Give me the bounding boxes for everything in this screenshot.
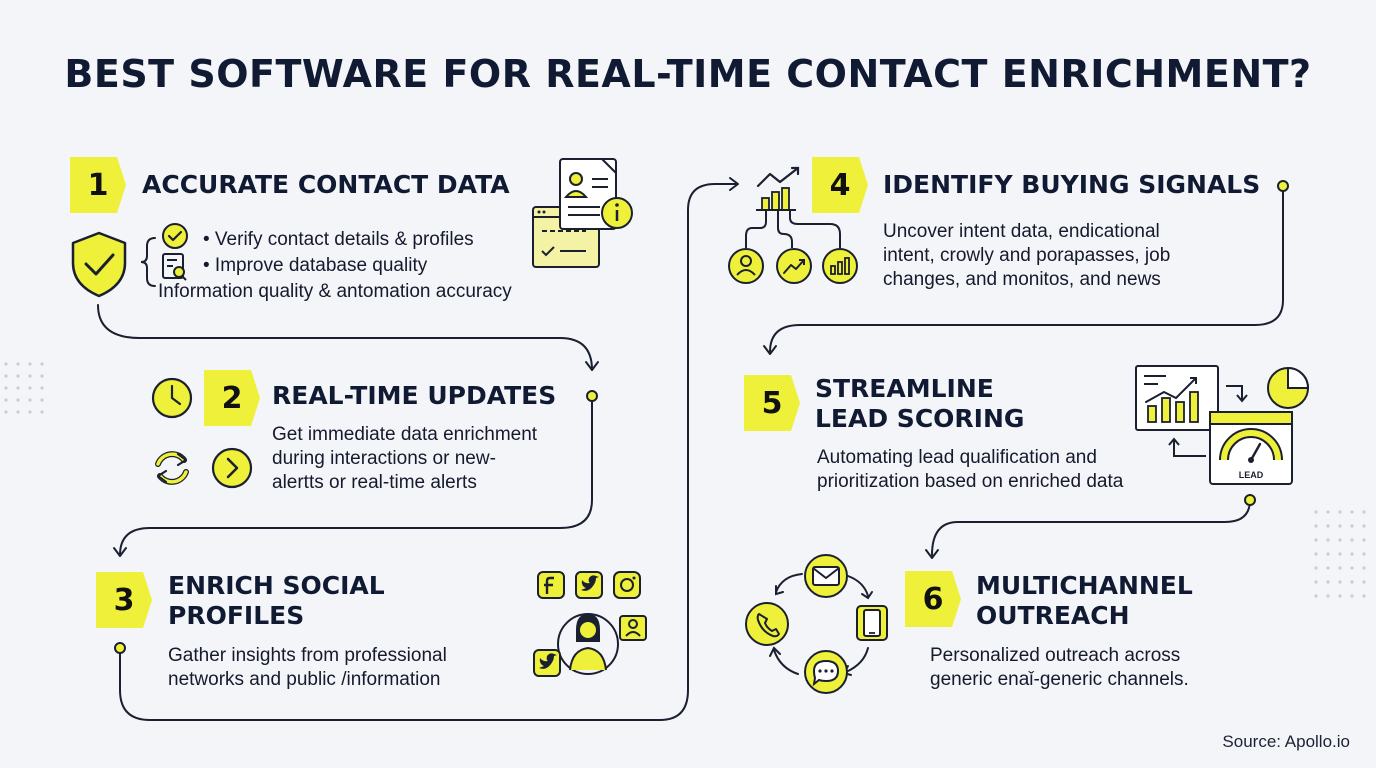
clock-icon xyxy=(151,377,193,419)
step-5-title-line-1: STREAMLINE xyxy=(815,374,994,403)
buying-signals-icon xyxy=(728,166,858,284)
step-6-title-line-2: OUTREACH xyxy=(976,601,1130,630)
step-3-title-line-2: PROFILES xyxy=(168,601,305,630)
step-4-title: IDENTIFY BUYING SIGNALS xyxy=(883,170,1261,199)
multichannel-icon xyxy=(745,554,888,694)
step-3-title-line-1: ENRICH SOCIAL xyxy=(168,571,385,600)
step-3-desc-1: Gather insights from professional xyxy=(168,645,447,666)
step-4-desc-1: Uncover intent data, endicational xyxy=(883,221,1160,242)
dot-grid-left xyxy=(4,362,44,414)
refresh-icon xyxy=(155,451,189,485)
step-5-desc-2: prioritization based on enriched data xyxy=(817,471,1124,492)
lead-scoring-icon: LEAD xyxy=(1135,365,1310,485)
step-1-title: ACCURATE CONTACT DATA xyxy=(142,170,510,199)
step-6-desc-2: generic enaǐ-generic channels. xyxy=(930,669,1189,690)
document-search-icon xyxy=(162,253,187,281)
social-profiles-icon xyxy=(533,571,647,677)
line-chart-icon xyxy=(1135,365,1219,431)
step-5-badge: 5 xyxy=(744,375,800,431)
user-icon xyxy=(728,248,764,284)
mobile-icon xyxy=(856,605,888,641)
step-5-desc-1: Automating lead qualification and xyxy=(817,447,1097,468)
step-2-desc-2: during interactions or new- xyxy=(272,448,496,469)
bar-chart-icon xyxy=(756,166,800,211)
step-4-desc-2: intent, crowly and porapasses, job xyxy=(883,245,1171,266)
contact-card-icon xyxy=(532,158,633,268)
step-6-badge: 6 xyxy=(905,571,961,627)
step-2-desc-1: Get immediate data enrichment xyxy=(272,424,538,445)
step-5-title-line-2: LEAD SCORING xyxy=(815,404,1025,433)
step-1-badge: 1 xyxy=(70,157,126,213)
step-6-title-line-1: MULTICHANNEL xyxy=(976,571,1193,600)
step-2-badge: 2 xyxy=(204,370,260,426)
gauge-label: LEAD xyxy=(1239,470,1264,480)
trend-icon xyxy=(776,248,812,284)
chat-icon xyxy=(804,650,848,694)
pie-chart-icon xyxy=(1267,366,1310,409)
dot-grid-right xyxy=(1314,510,1366,598)
instagram-icon xyxy=(613,571,641,599)
check-circle-icon xyxy=(162,223,188,249)
gauge-icon: LEAD xyxy=(1209,411,1293,485)
chevron-right-icon xyxy=(211,447,253,489)
twitter-icon xyxy=(575,571,603,599)
person-icon xyxy=(557,613,619,675)
twitter-icon xyxy=(533,649,561,677)
step-4-badge: 4 xyxy=(812,157,868,213)
mail-icon xyxy=(804,554,848,598)
bars-icon xyxy=(822,248,858,284)
step-3-desc-2: networks and public /information xyxy=(168,669,441,690)
step-6-desc-1: Personalized outreach across xyxy=(930,645,1181,666)
step-4-desc-3: changes, and monitos, and news xyxy=(883,269,1161,290)
info-icon xyxy=(601,197,633,229)
shield-check-icon xyxy=(71,231,127,298)
source-note: Source: Apollo.io xyxy=(1222,732,1350,751)
phone-icon xyxy=(745,602,789,646)
step-2-title: REAL-TIME UPDATES xyxy=(272,381,557,410)
step-2-desc-3: alertts or real-time alerts xyxy=(272,472,477,493)
user-card-icon xyxy=(619,615,647,641)
step-1-desc: Information quality & antomation accurac… xyxy=(158,281,512,302)
step-1-bullet-1: • Verify contact details & profiles xyxy=(203,229,474,250)
page-title: BEST SOFTWARE FOR REAL-TIME CONTACT ENRI… xyxy=(64,52,1312,96)
step-1-bullet-2: • Improve database quality xyxy=(203,255,428,276)
step-1-bracket-icons xyxy=(140,223,188,287)
facebook-icon xyxy=(537,571,565,599)
step-3-badge: 3 xyxy=(96,572,152,628)
